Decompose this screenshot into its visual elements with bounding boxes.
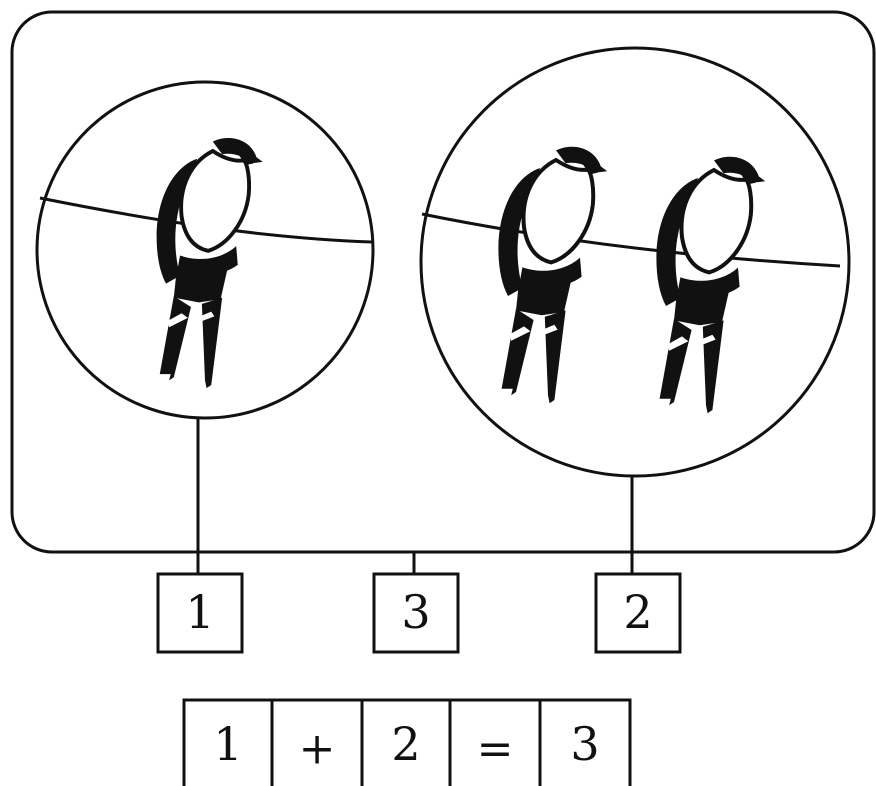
count-total-value: 3 <box>401 585 430 639</box>
equation-plus-sign: + <box>299 724 336 775</box>
count-right-value: 2 <box>623 585 652 639</box>
equation-equals-sign: = <box>477 724 514 775</box>
equation-term-a: 1 <box>213 717 242 771</box>
count-box-left: 1 <box>156 572 244 654</box>
equation-row: 1 + 2 = 3 <box>182 698 632 786</box>
count-left-value: 1 <box>185 585 214 639</box>
count-box-total: 3 <box>372 572 460 654</box>
right-bird-circle <box>419 46 851 478</box>
equation-term-b: 2 <box>391 717 420 771</box>
equation-result: 3 <box>570 717 599 771</box>
wire <box>421 212 841 268</box>
count-box-right: 2 <box>594 572 682 654</box>
outer-frame <box>10 10 876 554</box>
left-bird-circle <box>35 80 375 420</box>
